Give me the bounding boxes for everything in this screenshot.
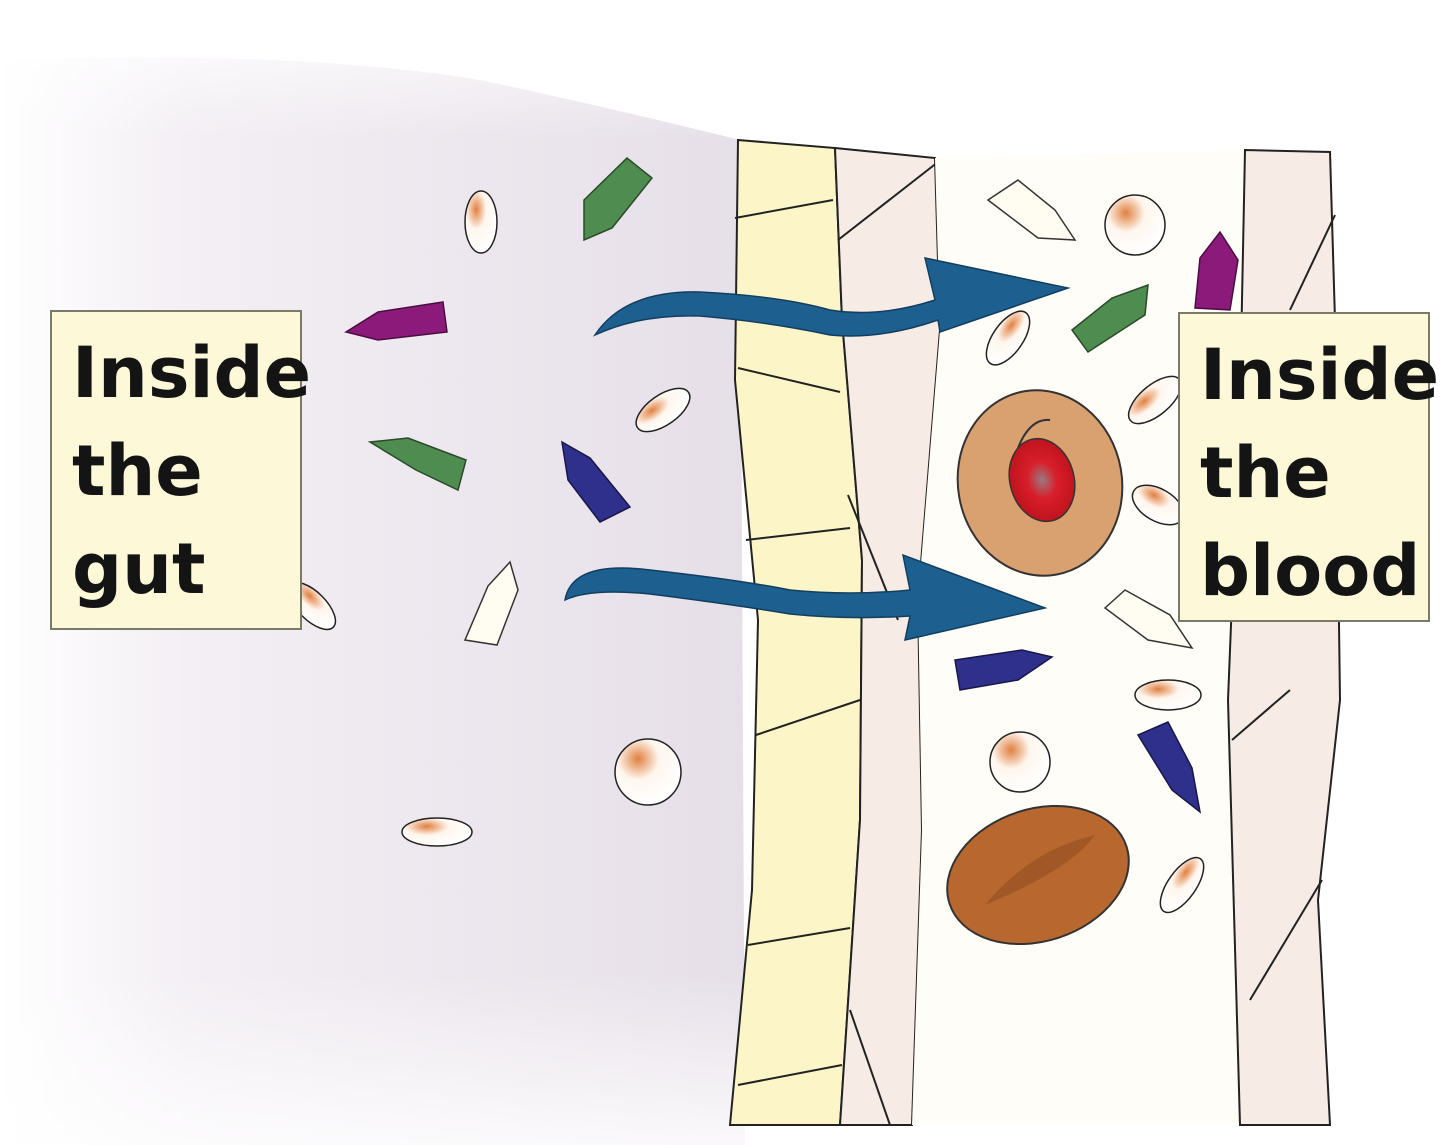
capillary-wall-right <box>1226 148 1342 1126</box>
absorption-arrow <box>564 553 1048 641</box>
nutrient-molecule <box>635 387 691 433</box>
nutrient-molecule <box>1134 679 1202 711</box>
green-molecule <box>367 437 467 492</box>
purple-molecule <box>1194 230 1239 311</box>
blood-molecules <box>954 179 1239 914</box>
white-blood-cell-nucleus <box>1008 437 1076 523</box>
nutrient-molecule <box>464 190 498 254</box>
green-molecule <box>1070 283 1149 354</box>
label-inside-the-gut: Inside the gut <box>50 310 311 630</box>
absorption-arrow <box>592 257 1071 337</box>
red-blood-cell <box>946 804 1130 946</box>
blue-molecule <box>561 440 632 523</box>
blue-molecule <box>954 649 1054 691</box>
gut-molecules <box>287 156 691 847</box>
white-blood-cell <box>956 389 1124 577</box>
nutrient-molecule <box>614 738 682 806</box>
blue-molecule <box>1136 721 1202 814</box>
white-molecule <box>1103 589 1194 650</box>
white-molecule <box>463 560 519 646</box>
nutrient-molecule <box>989 731 1051 793</box>
nutrient-molecule <box>1159 856 1205 914</box>
absorption-arrows <box>564 257 1071 641</box>
nutrient-molecule <box>985 310 1031 366</box>
green-molecule <box>583 156 654 242</box>
nutrient-molecule <box>1104 194 1166 256</box>
nutrient-molecule <box>401 817 473 847</box>
purple-molecule <box>344 301 448 341</box>
label-inside-the-blood: Inside the blood <box>1178 312 1439 622</box>
white-molecule <box>986 179 1077 241</box>
